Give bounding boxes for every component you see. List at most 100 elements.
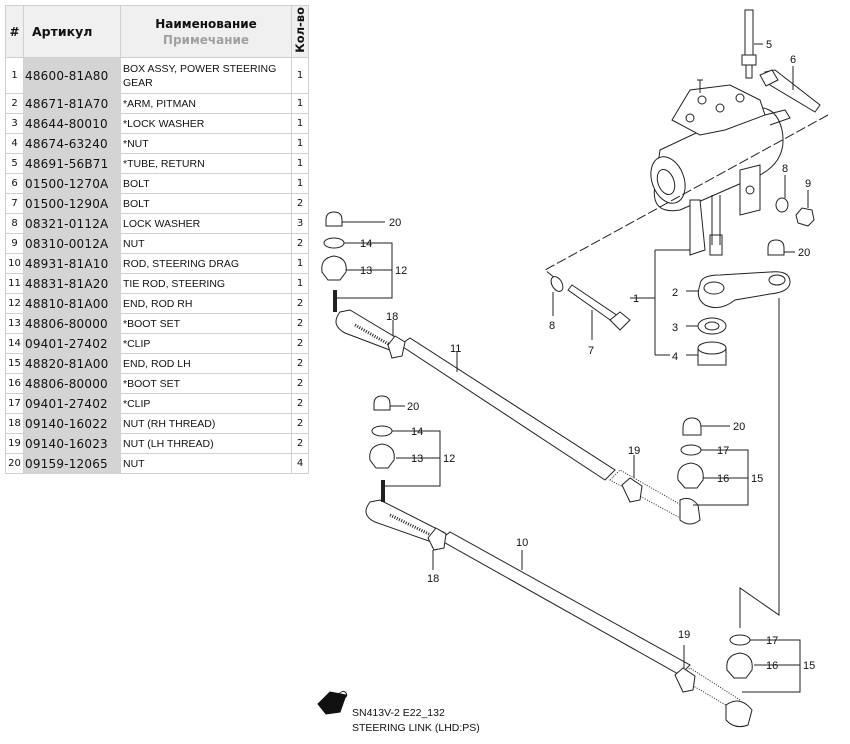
clip-17a[interactable] [680, 444, 702, 456]
callout-20a[interactable]: 20 [389, 217, 401, 229]
boot-13a[interactable] [321, 255, 347, 281]
steering-gear-box[interactable] [645, 79, 791, 256]
row-article[interactable]: 08321-0112A [23, 213, 121, 234]
callout-1[interactable]: 1 [633, 293, 639, 305]
pitman-arm[interactable] [686, 271, 791, 309]
lock-washer-8[interactable] [775, 197, 789, 213]
row-article[interactable]: 09159-12065 [23, 453, 121, 474]
callout-2[interactable]: 2 [672, 287, 678, 299]
callout-8a[interactable]: 8 [782, 163, 788, 175]
nut-20b[interactable] [373, 395, 391, 411]
row-article[interactable]: 48820-81A00 [23, 353, 121, 374]
callout-17b[interactable]: 17 [766, 635, 778, 647]
boot-16b[interactable] [726, 652, 753, 679]
callout-14b[interactable]: 14 [411, 426, 423, 438]
lock-washer-3[interactable] [697, 317, 727, 335]
callout-8b[interactable]: 8 [549, 320, 555, 332]
nut-20a[interactable] [325, 211, 343, 227]
row-article[interactable]: 48806-80000 [23, 373, 121, 394]
callout-20d[interactable]: 20 [798, 247, 810, 259]
callout-16a[interactable]: 16 [717, 473, 729, 485]
callout-14a[interactable]: 14 [360, 238, 372, 250]
clip-17b[interactable] [729, 634, 751, 646]
clip-14a[interactable] [323, 237, 345, 249]
row-article[interactable]: 08310-0012A [23, 233, 121, 254]
row-article[interactable]: 01500-1290A [23, 193, 121, 214]
callout-15a[interactable]: 15 [751, 473, 763, 485]
nut-20-box[interactable] [767, 239, 785, 256]
callout-12b[interactable]: 12 [443, 453, 455, 465]
callout-13a[interactable]: 13 [360, 265, 372, 277]
callout-19b[interactable]: 19 [678, 629, 690, 641]
nut-19a[interactable] [621, 477, 643, 503]
nut-20c[interactable] [682, 417, 702, 436]
tie-rod-11[interactable] [333, 290, 616, 481]
nut-19b[interactable] [674, 667, 696, 693]
callout-18b[interactable]: 18 [427, 573, 439, 585]
callout-4[interactable]: 4 [672, 351, 678, 363]
row-article[interactable]: 48671-81A70 [23, 93, 121, 114]
header-article[interactable]: Артикул [23, 5, 121, 58]
callout-9[interactable]: 9 [805, 178, 811, 190]
callout-16b[interactable]: 16 [766, 660, 778, 672]
callout-20c[interactable]: 20 [733, 421, 745, 433]
callout-6[interactable]: 6 [790, 54, 796, 66]
callout-20b[interactable]: 20 [407, 401, 419, 413]
row-article[interactable]: 09401-27402 [23, 393, 121, 414]
boot-16a[interactable] [677, 462, 704, 489]
return-tube[interactable] [741, 9, 763, 79]
callout-17a[interactable]: 17 [717, 445, 729, 457]
callout-11[interactable]: 11 [450, 343, 461, 355]
row-article[interactable]: 01500-1270A [23, 173, 121, 194]
callout-15b[interactable]: 15 [803, 660, 815, 672]
callout-12a[interactable]: 12 [395, 265, 407, 277]
row-article[interactable]: 09140-16022 [23, 413, 121, 434]
callout-19a[interactable]: 19 [628, 445, 640, 457]
callout-10[interactable]: 10 [516, 537, 528, 549]
row-name: *TUBE, RETURN [120, 153, 292, 174]
nut-9[interactable] [795, 207, 815, 227]
row-article[interactable]: 48691-56B71 [23, 153, 121, 174]
header-name[interactable]: Наименование Примечание [120, 5, 292, 58]
row-article[interactable]: 48644-80010 [23, 113, 121, 134]
row-article[interactable]: 48931-81A10 [23, 253, 121, 274]
callout-3[interactable]: 3 [672, 322, 678, 334]
clip-14b[interactable] [371, 425, 393, 437]
row-article[interactable]: 48810-81A00 [23, 293, 121, 314]
row-article[interactable]: 48806-80000 [23, 313, 121, 334]
row-article[interactable]: 48674-63240 [23, 133, 121, 154]
bolt-6[interactable] [759, 66, 821, 113]
bolt-7[interactable] [567, 284, 619, 323]
drag-rod-10[interactable] [365, 480, 691, 676]
boot-13b[interactable] [369, 443, 395, 469]
row-article[interactable]: 09140-16023 [23, 433, 121, 454]
row-article[interactable]: 48831-81A20 [23, 273, 121, 294]
callout-7[interactable]: 7 [588, 345, 594, 357]
callout-13b[interactable]: 13 [411, 453, 423, 465]
callout-18a[interactable]: 18 [386, 311, 398, 323]
row-article[interactable]: 48600-81A80 [23, 57, 121, 94]
callout-5[interactable]: 5 [766, 39, 772, 51]
row-article[interactable]: 09401-27402 [23, 333, 121, 354]
lock-washer-8b[interactable] [549, 275, 566, 294]
